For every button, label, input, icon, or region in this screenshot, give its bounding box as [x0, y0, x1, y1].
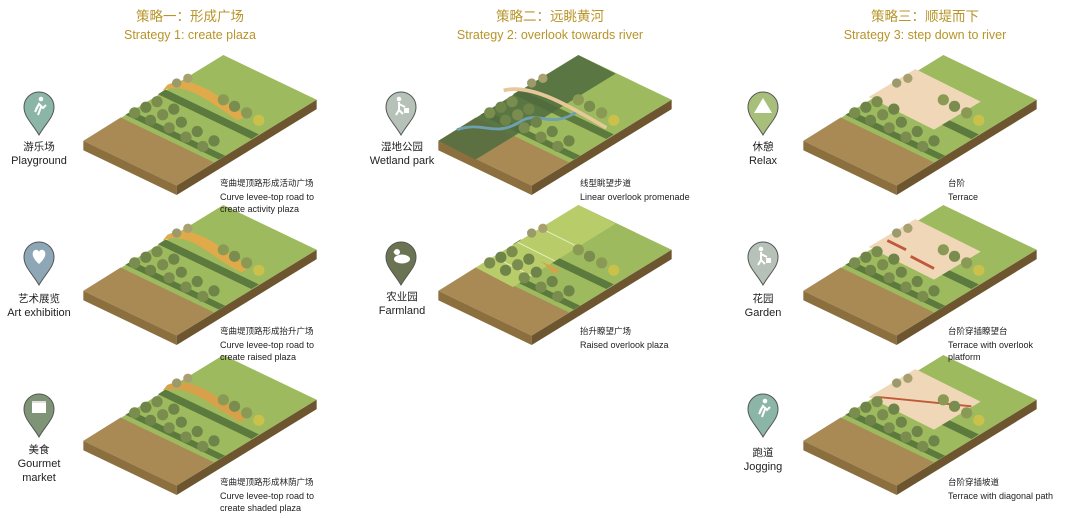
label-zh: 休憩	[752, 141, 774, 153]
diagram-terrace-overlook	[803, 205, 1037, 345]
running-person-icon	[758, 398, 771, 418]
garden-pin	[747, 241, 779, 286]
caption-terrace-diagonal: 台阶穿插坡道 Terrace with diagonal path	[948, 477, 1078, 502]
farmland-label: 农业园 Farmland	[357, 290, 447, 318]
caption-terrace: 台阶 Terrace	[948, 178, 1073, 203]
caption-zh: 台阶穿插坡道	[948, 478, 1000, 488]
caption-zh: 弯曲堤顶路形成林荫广场	[220, 478, 314, 488]
diagram-terrace	[803, 55, 1037, 195]
label-en: Gourmet	[17, 458, 61, 470]
caption-zh: 弯曲堤顶路形成活动广场	[220, 179, 314, 189]
caption-raised-overlook: 抬升瞭望广场 Raised overlook plaza	[580, 326, 720, 351]
label-en: Garden	[744, 307, 782, 319]
caption-line-1: Terrace with overlook	[948, 339, 1034, 350]
art-exhibition-pin	[23, 241, 55, 286]
label-zh: 艺术展览	[18, 293, 60, 305]
running-person-icon	[34, 96, 47, 116]
relax-pin	[747, 91, 779, 136]
label-zh: 美食	[28, 444, 50, 456]
gardener-icon	[757, 246, 771, 266]
wetland-label: 湿地公园 Wetland park	[357, 140, 447, 168]
title-zh: 策略三：顺堤而下	[871, 9, 979, 25]
label-zh: 农业园	[386, 291, 418, 303]
label-zh: 湿地公园	[381, 141, 423, 153]
column-title-3: 策略三：顺堤而下 Strategy 3: step down to river	[820, 8, 1030, 44]
caption-linear-promenade: 线型眺望步道 Linear overlook promenade	[580, 178, 740, 203]
caption-zh: 台阶	[948, 179, 966, 189]
farmland-pin	[385, 241, 417, 286]
caption-line-1: Terrace	[948, 191, 979, 202]
duck-icon	[393, 249, 410, 264]
diagram-terrace-diagonal	[803, 355, 1037, 495]
jogging-label: 跑道 Jogging	[718, 446, 808, 474]
relax-label: 休憩 Relax	[718, 140, 808, 168]
label-en: Farmland	[378, 305, 426, 317]
diagram-raised-overlook	[438, 205, 672, 345]
label-en: Jogging	[743, 461, 783, 473]
caption-line-2: create raised plaza	[220, 352, 297, 362]
title-zh: 策略一：形成广场	[136, 9, 244, 25]
label-en: Art exhibition	[7, 307, 71, 319]
caption-raised-plaza: 弯曲堤顶路形成抬升广场 Curve levee-top road to crea…	[220, 326, 360, 364]
diagram-activity-plaza	[83, 55, 317, 195]
label-zh: 跑道	[752, 447, 774, 459]
gardener-icon	[395, 96, 409, 116]
column-title-1: 策略一：形成广场 Strategy 1: create plaza	[90, 8, 290, 44]
tent-icon	[754, 98, 772, 113]
playground-label: 游乐场 Playground	[0, 140, 84, 168]
caption-shaded-plaza: 弯曲堤顶路形成林荫广场 Curve levee-top road to crea…	[220, 477, 360, 515]
title-en: Strategy 1: create plaza	[123, 28, 257, 42]
label-en: Relax	[748, 155, 778, 167]
caption-line-1: Curve levee-top road to	[220, 339, 315, 350]
caption-line-2: platform	[948, 352, 981, 362]
label-zh: 花园	[752, 293, 774, 305]
art-exhibition-label: 艺术展览 Art exhibition	[0, 292, 84, 320]
caption-line-1: Terrace with diagonal path	[948, 490, 1054, 501]
caption-zh: 台阶穿插瞭望台	[948, 327, 1008, 337]
caption-zh: 抬升瞭望广场	[580, 327, 632, 337]
caption-line-1: Raised overlook plaza	[580, 339, 669, 350]
label-en: Playground	[11, 155, 67, 167]
garden-label: 花园 Garden	[718, 292, 808, 320]
food-cart-icon	[32, 401, 46, 413]
gourmet-label: 美食 Gourmet market	[0, 443, 84, 485]
caption-zh: 线型眺望步道	[580, 179, 632, 189]
label-zh: 游乐场	[23, 141, 55, 153]
diagram-linear-promenade	[438, 55, 672, 195]
caption-line-2: create activity plaza	[220, 204, 300, 214]
heart-icon	[32, 249, 46, 264]
playground-pin	[23, 91, 55, 136]
label-en-2: market	[22, 472, 56, 484]
caption-terrace-overlook: 台阶穿插瞭望台 Terrace with overlook platform	[948, 326, 1073, 364]
title-en: Strategy 3: step down to river	[843, 28, 1007, 42]
title-en: Strategy 2: overlook towards river	[456, 28, 644, 42]
caption-line-1: Curve levee-top road to	[220, 490, 315, 501]
column-title-2: 策略二：远眺黄河 Strategy 2: overlook towards ri…	[430, 8, 670, 44]
title-zh: 策略二：远眺黄河	[496, 9, 604, 25]
gourmet-pin	[23, 393, 55, 438]
caption-line-1: Curve levee-top road to	[220, 191, 315, 202]
diagram-shaded-plaza	[83, 355, 317, 495]
caption-activity-plaza: 弯曲堤顶路形成活动广场 Curve levee-top road to crea…	[220, 178, 360, 216]
caption-line-1: Linear overlook promenade	[580, 191, 690, 202]
caption-zh: 弯曲堤顶路形成抬升广场	[220, 327, 314, 337]
caption-line-2: create shaded plaza	[220, 503, 302, 513]
label-en: Wetland park	[369, 155, 435, 167]
wetland-pin	[385, 91, 417, 136]
jogging-pin	[747, 393, 779, 438]
diagram-raised-plaza	[83, 205, 317, 345]
